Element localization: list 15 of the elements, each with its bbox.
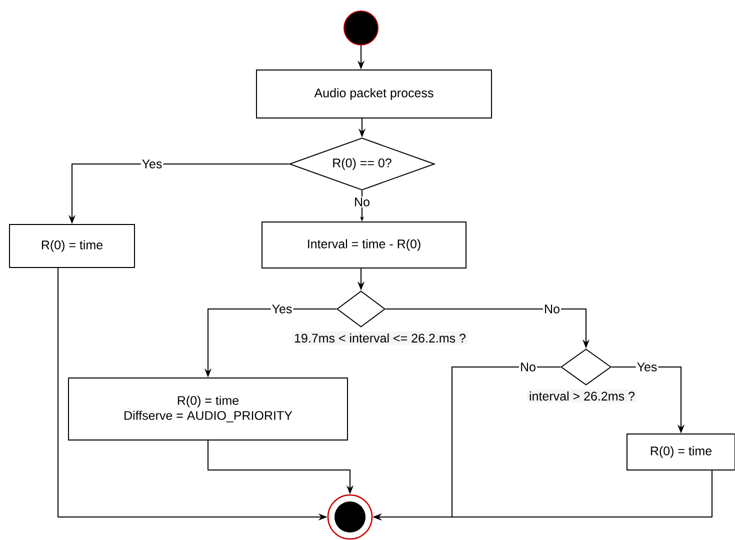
condition-text: 19.7ms < interval <= 26.2.ms ? [292,331,468,345]
process-box: R(0) = time [9,224,135,268]
process-box: R(0) = time [626,434,735,470]
edge-label: Yes [270,304,294,314]
edge-label: No [543,304,561,314]
start-circle [344,10,378,46]
process-box: R(0) = time Diffserve = AUDIO_PRIORITY [68,378,348,440]
edge-label: Yes [140,158,164,170]
condition-text: interval > 26.2ms ? [527,389,637,403]
end-circle [327,494,373,540]
edge-label: No [519,362,537,372]
edge-label: Yes [636,362,658,372]
process-box: Interval = time - R(0) [262,222,466,268]
process-box: Audio packet process [256,70,492,118]
edge-label: No [353,196,371,208]
